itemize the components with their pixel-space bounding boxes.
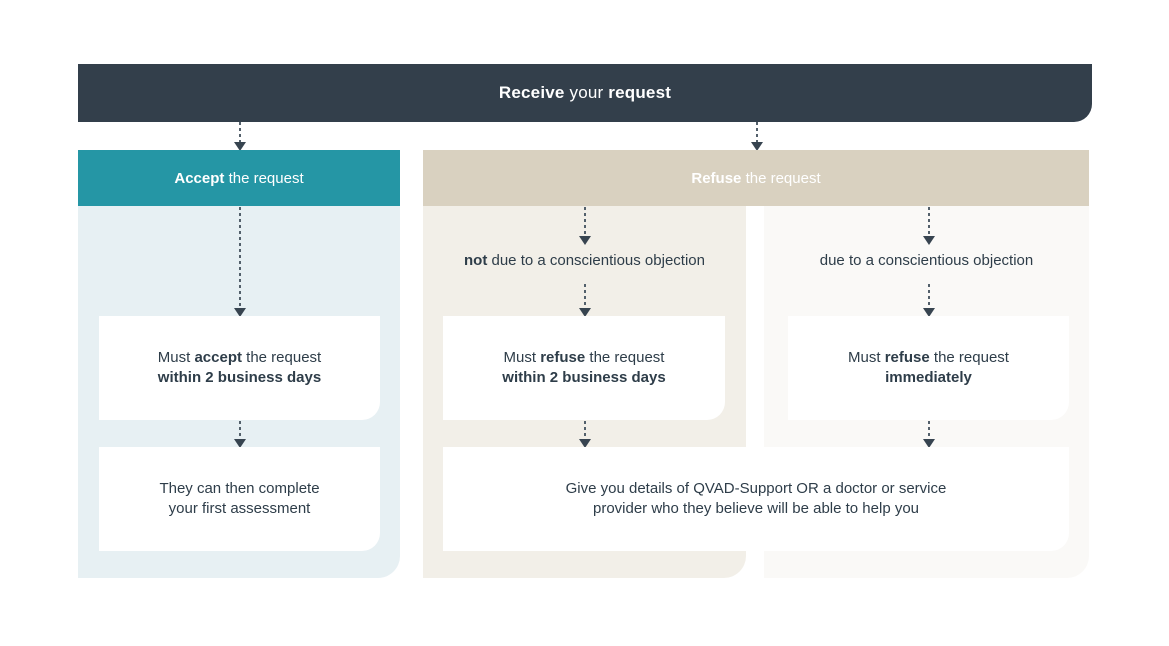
card-wide-line1: Give you details of QVAD-Support OR a do… (565, 480, 947, 497)
card-give-you-details-of-qvad-support: Give you details of QVAD-Support OR a do… (443, 447, 1069, 551)
connector-stem (928, 207, 930, 237)
card-they-can-complete-first-assessment: They can then complete your first assess… (99, 447, 380, 551)
connector-accept-header-to-card (232, 207, 248, 317)
connector-accept-card-to-assessment-card (232, 421, 248, 448)
header-accept-lead: Accept (174, 169, 225, 187)
connector-co-card-to-shared-card (921, 421, 937, 448)
connector-top-to-accept (232, 122, 248, 151)
header-accept-tail: the request (224, 169, 304, 187)
card-text: Must refuse the request immediately (848, 348, 1009, 388)
card-must-accept-within-2-business-days: Must accept the request within 2 busines… (99, 316, 380, 420)
label-not-lead: not (464, 252, 488, 269)
card-right-1-line2: immediately (885, 369, 972, 386)
connector-stem (928, 421, 930, 440)
header-refuse-tail: the request (741, 169, 821, 187)
card-must-refuse-within-2-business-days: Must refuse the request within 2 busines… (443, 316, 725, 420)
card-right-1-line1-a: Must (848, 349, 885, 366)
label-not-due-to-conscientious-objection: not due to a conscientious objection (423, 252, 746, 269)
card-right-1-line1-b: refuse (884, 349, 930, 366)
connector-co-label-to-card (921, 284, 937, 317)
label-not-tail: due to a conscientious objection (487, 252, 705, 269)
top-bar-title-lead: Receive (498, 83, 565, 102)
connector-top-to-refuse (749, 122, 765, 151)
card-accept-2-line1: They can then complete (159, 480, 320, 497)
top-bar-title-mid: your (564, 83, 609, 102)
connector-stem (756, 122, 758, 143)
top-bar-title-tail: request (608, 83, 672, 102)
arrowhead-icon (923, 236, 935, 245)
card-accept-1-line1-b: accept (194, 349, 242, 366)
card-mid-1-line2: within 2 business days (502, 369, 666, 386)
label-due-text: due to a conscientious objection (819, 252, 1034, 269)
card-text: They can then complete your first assess… (159, 479, 319, 519)
connector-not-co-label-to-card (577, 284, 593, 317)
header-refuse-the-request: Refuse the request (423, 150, 1089, 206)
arrowhead-icon (923, 439, 935, 448)
card-right-1-line1-c: the request (929, 349, 1009, 366)
card-text: Must accept the request within 2 busines… (158, 348, 321, 388)
connector-stem (239, 207, 241, 309)
connector-stem (584, 284, 586, 309)
arrowhead-icon (579, 439, 591, 448)
card-text: Must refuse the request within 2 busines… (502, 348, 665, 388)
connector-refuse-header-to-co-label (921, 207, 937, 245)
arrowhead-icon (579, 236, 591, 245)
header-accept-text: Accept the request (174, 170, 303, 187)
arrowhead-icon (923, 308, 935, 317)
arrowhead-icon (234, 439, 246, 448)
connector-stem (584, 207, 586, 237)
card-text: Give you details of QVAD-Support OR a do… (566, 479, 947, 519)
connector-refuse-header-to-not-co-label (577, 207, 593, 245)
header-refuse-text: Refuse the request (691, 170, 820, 187)
connector-not-co-card-to-shared-card (577, 421, 593, 448)
arrowhead-icon (234, 142, 246, 151)
arrowhead-icon (751, 142, 763, 151)
header-refuse-lead: Refuse (691, 169, 742, 187)
connector-stem (239, 122, 241, 143)
top-bar-receive-request: Receive your request (78, 64, 1092, 122)
card-wide-line2: provider who they believe will be able t… (592, 500, 920, 517)
card-accept-1-line1-c: the request (242, 349, 322, 366)
connector-stem (928, 284, 930, 309)
header-accept-the-request: Accept the request (78, 150, 400, 206)
card-mid-1-line1-c: the request (585, 349, 665, 366)
card-mid-1-line1-b: refuse (540, 349, 586, 366)
connector-stem (584, 421, 586, 440)
card-mid-1-line1-a: Must (503, 349, 541, 366)
arrowhead-icon (579, 308, 591, 317)
card-accept-1-line1-a: Must (157, 349, 195, 366)
label-due-to-conscientious-objection: due to a conscientious objection (764, 252, 1089, 269)
arrowhead-icon (234, 308, 246, 317)
connector-stem (239, 421, 241, 440)
top-bar-title: Receive your request (499, 83, 671, 103)
card-must-refuse-immediately: Must refuse the request immediately (788, 316, 1069, 420)
card-accept-2-line2: your first assessment (168, 500, 311, 517)
card-accept-1-line2: within 2 business days (157, 369, 322, 386)
